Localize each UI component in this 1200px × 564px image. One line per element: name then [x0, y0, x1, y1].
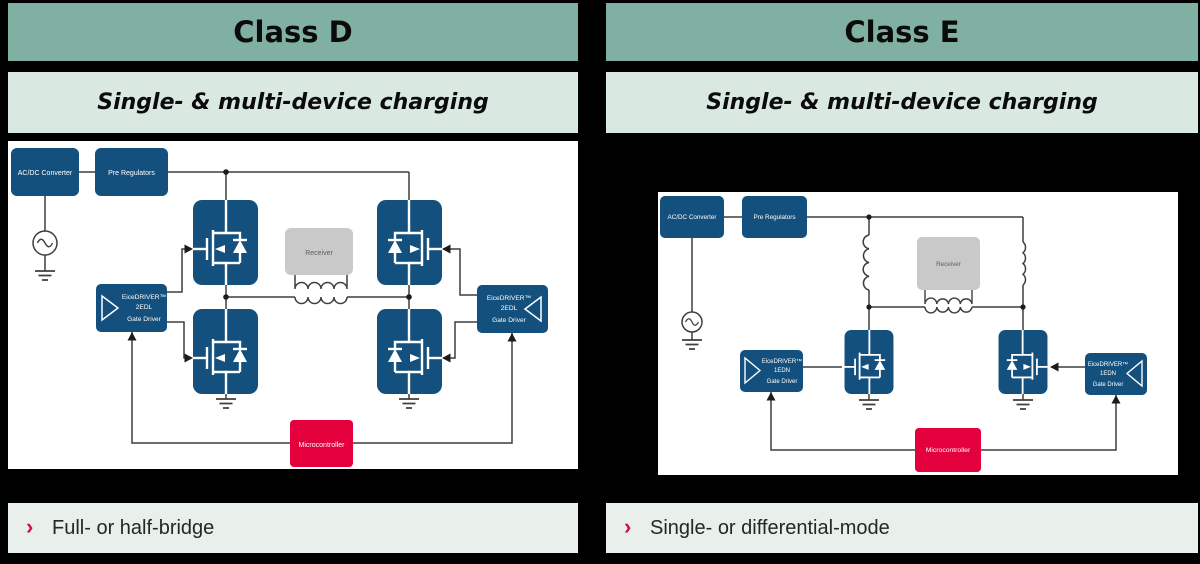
svg-text:EiceDRIVER™: EiceDRIVER™ [762, 358, 802, 365]
svg-text:Receiver: Receiver [936, 261, 961, 268]
ac-source-icon [681, 311, 703, 333]
ac-source-icon [32, 230, 58, 256]
transmitter-coil [924, 290, 973, 314]
arrowhead [184, 244, 193, 254]
arrowhead [1111, 395, 1121, 404]
microcontroller-box: Microcontroller [290, 420, 353, 467]
panel-header-class-d: Class D [8, 3, 578, 61]
bullet-text: Full- or half-bridge [52, 516, 215, 539]
panel-subtitle-class-d: Single- & multi-device charging [8, 72, 578, 133]
svg-text:EiceDRIVER™: EiceDRIVER™ [1088, 361, 1128, 368]
class-d-circuit-diagram: AC/DC Converter Pre Regulators Receiver [8, 141, 578, 469]
mosfet-icon [193, 200, 258, 285]
svg-text:1EDN: 1EDN [1100, 371, 1116, 377]
svg-text:Gate Driver: Gate Driver [767, 379, 798, 385]
svg-text:2EDL: 2EDL [136, 304, 153, 311]
chevron-right-icon: › [624, 513, 632, 539]
svg-text:Gate Driver: Gate Driver [127, 316, 162, 323]
chevron-right-icon: › [26, 513, 34, 539]
panel-header-class-e: Class E [606, 3, 1198, 61]
svg-text:AC/DC Converter: AC/DC Converter [668, 214, 717, 221]
class-e-circuit-diagram: AC/DC Converter Pre Regulators Receiver [658, 192, 1178, 475]
bullet-bar-class-d: › Full- or half-bridge [8, 503, 578, 553]
arrowhead [184, 353, 193, 363]
wires [691, 216, 1117, 451]
ground-icon [398, 398, 420, 409]
arrowhead [442, 353, 451, 363]
svg-text:2EDL: 2EDL [501, 305, 518, 312]
arrowhead [507, 333, 517, 342]
ground-icon [215, 398, 237, 409]
pre-regulators-box: Pre Regulators [95, 148, 168, 196]
mosfet-icon [997, 330, 1049, 394]
microcontroller-box: Microcontroller [915, 428, 981, 472]
svg-text:EiceDRIVER™: EiceDRIVER™ [487, 295, 531, 302]
inductor-coil [862, 234, 1027, 291]
junction-dots [223, 169, 412, 300]
svg-text:AC/DC Converter: AC/DC Converter [18, 170, 73, 177]
panel-class-e: Class E Single- & multi-device charging [606, 0, 1198, 564]
ground-icon [681, 339, 703, 350]
mosfet-icon [193, 309, 258, 394]
mosfet-icon [843, 330, 895, 394]
svg-text:EiceDRIVER™: EiceDRIVER™ [122, 294, 166, 301]
svg-text:Pre Regulators: Pre Regulators [108, 170, 155, 177]
svg-text:1EDN: 1EDN [774, 368, 790, 374]
gate-driver-right-box: EiceDRIVER™ 2EDL Gate Driver [477, 285, 548, 333]
arrowhead [1050, 362, 1059, 372]
ground-icon [858, 399, 880, 410]
ground-icon [1012, 399, 1034, 410]
arrowhead [766, 392, 776, 401]
receiver-box: Receiver [285, 228, 353, 275]
mosfet-icon [377, 309, 442, 394]
gate-driver-left-box: EiceDRIVER™ 2EDL Gate Driver [96, 284, 167, 332]
mosfet-icon [377, 200, 442, 285]
arrowhead [127, 332, 137, 341]
bullet-text: Single- or differential-mode [650, 516, 890, 539]
transmitter-coil [294, 275, 348, 305]
panel-class-d: Class D Single- & multi-device charging [8, 0, 578, 564]
junction-dots [866, 214, 1026, 310]
acdc-converter-box: AC/DC Converter [11, 148, 79, 196]
gate-driver-right-box: EiceDRIVER™ 1EDN Gate Driver [1085, 353, 1147, 395]
ground-icon [34, 270, 56, 281]
svg-text:Microcontroller: Microcontroller [926, 447, 971, 454]
svg-text:Gate Driver: Gate Driver [1093, 382, 1124, 388]
receiver-box: Receiver [917, 237, 980, 290]
pre-regulators-box: Pre Regulators [742, 196, 807, 238]
acdc-converter-box: AC/DC Converter [660, 196, 724, 238]
arrowhead [442, 244, 451, 254]
gate-driver-left-box: EiceDRIVER™ 1EDN Gate Driver [740, 350, 803, 392]
svg-text:Gate Driver: Gate Driver [492, 317, 527, 324]
svg-text:Receiver: Receiver [305, 250, 333, 257]
bullet-bar-class-e: › Single- or differential-mode [606, 503, 1198, 553]
svg-text:Pre Regulators: Pre Regulators [754, 214, 796, 221]
svg-text:Microcontroller: Microcontroller [299, 442, 346, 449]
panel-subtitle-class-e: Single- & multi-device charging [606, 72, 1198, 133]
